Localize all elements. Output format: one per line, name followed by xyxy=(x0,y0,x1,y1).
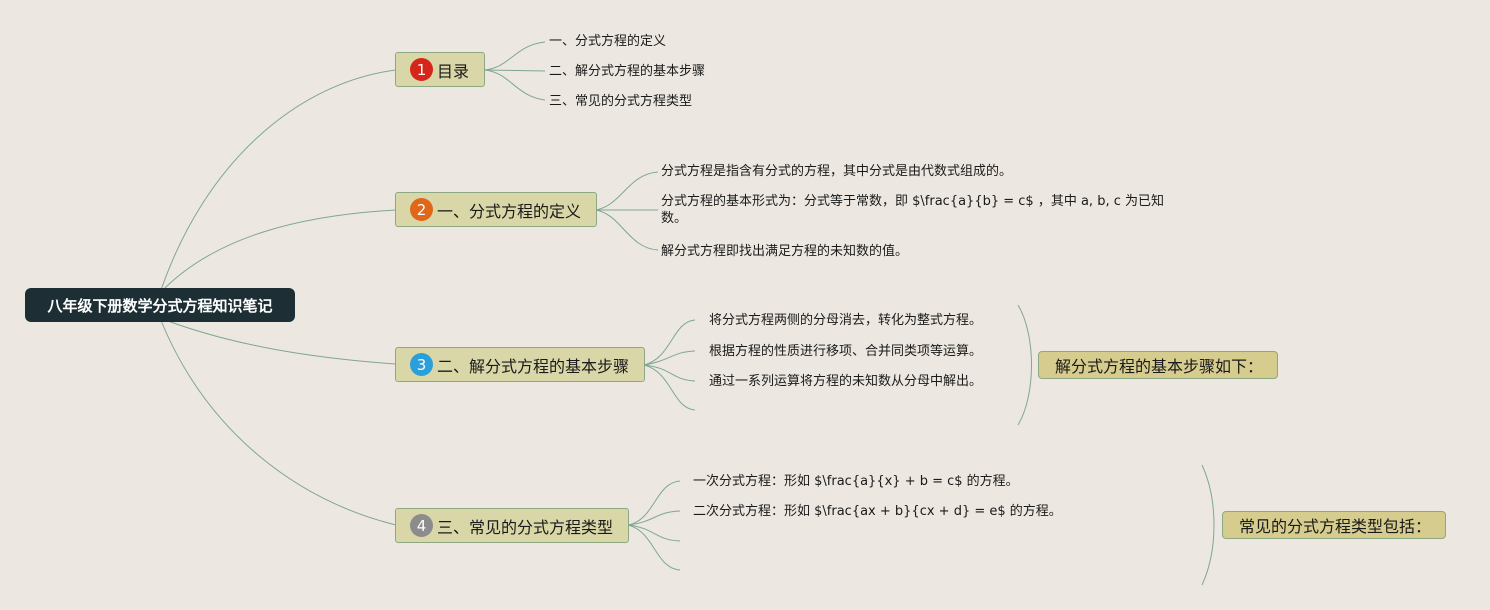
branch-definition[interactable]: 2 一、分式方程的定义 xyxy=(395,192,597,227)
number-4-icon: 4 xyxy=(410,514,433,537)
leaf-toc-2[interactable]: 二、解分式方程的基本步骤 xyxy=(549,64,706,79)
leaf-steps-3[interactable]: 通过一系列运算将方程的未知数从分母中解出。 xyxy=(709,374,983,389)
number-2-icon: 2 xyxy=(410,198,433,221)
leaf-definition-2[interactable]: 分式方程的基本形式为：分式等于常数，即 $\frac{a}{b} = c$ ，其… xyxy=(661,194,1164,226)
leaf-steps-1[interactable]: 将分式方程两侧的分母消去，转化为整式方程。 xyxy=(709,313,983,328)
leaf-toc-3[interactable]: 三、常见的分式方程类型 xyxy=(549,94,693,109)
leaf-definition-1[interactable]: 分式方程是指含有分式的方程，其中分式是由代数式组成的。 xyxy=(661,164,1013,179)
branch-label: 二、解分式方程的基本步骤 xyxy=(437,356,630,376)
branch-solving-steps[interactable]: 3 二、解分式方程的基本步骤 xyxy=(395,347,645,382)
branch-toc[interactable]: 1 目录 xyxy=(395,52,485,87)
leaf-definition-3[interactable]: 解分式方程即找出满足方程的未知数的值。 xyxy=(661,244,909,259)
summary-steps[interactable]: 解分式方程的基本步骤如下： xyxy=(1038,351,1278,379)
leaf-toc-1[interactable]: 一、分式方程的定义 xyxy=(549,34,667,49)
leaf-steps-2[interactable]: 根据方程的性质进行移项、合并同类项等运算。 xyxy=(709,344,983,359)
branch-equation-types[interactable]: 4 三、常见的分式方程类型 xyxy=(395,508,629,543)
branch-label: 一、分式方程的定义 xyxy=(437,201,582,221)
summary-types[interactable]: 常见的分式方程类型包括： xyxy=(1222,511,1446,539)
root-topic[interactable]: 八年级下册数学分式方程知识笔记 xyxy=(25,288,295,322)
leaf-types-1[interactable]: 一次分式方程：形如 $\frac{a}{x} + b = c$ 的方程。 xyxy=(693,474,1019,489)
branch-label: 三、常见的分式方程类型 xyxy=(437,517,614,537)
number-1-icon: 1 xyxy=(410,58,433,81)
number-3-icon: 3 xyxy=(410,353,433,376)
leaf-types-2[interactable]: 二次分式方程：形如 $\frac{ax + b}{cx + d} = e$ 的方… xyxy=(693,504,1062,519)
branch-label: 目录 xyxy=(437,61,470,81)
